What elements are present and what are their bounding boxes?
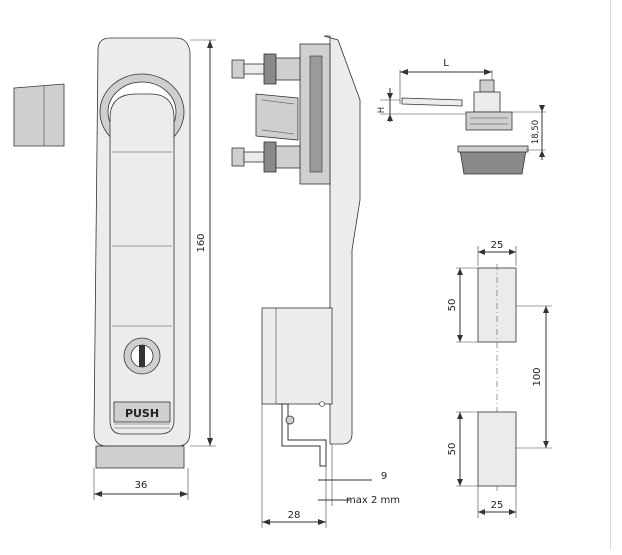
- mounting-bracket: [278, 403, 327, 467]
- label-50-top: 50: [447, 299, 458, 312]
- insert-detail: L H 18,50: [377, 58, 546, 175]
- key-slot-icon: [139, 345, 145, 367]
- insert-knob: [479, 79, 495, 93]
- label-max-2mm: max 2 mm: [346, 495, 400, 506]
- latch-tongue: [13, 83, 65, 147]
- side-view-handle: [231, 35, 361, 467]
- cam-mechanism: [255, 93, 299, 141]
- handle-base: [95, 445, 185, 469]
- label-36: 36: [135, 480, 148, 491]
- label-H: H: [377, 107, 387, 113]
- push-label: PUSH: [125, 407, 159, 420]
- dimension-offsets: 9 max 2 mm 28: [261, 404, 400, 528]
- dimension-height-160: 160: [190, 39, 216, 447]
- label-9: 9: [381, 471, 387, 482]
- upper-bolt: [231, 53, 301, 85]
- label-100: 100: [532, 367, 543, 386]
- label-28: 28: [288, 510, 301, 521]
- label-25-top: 25: [491, 240, 504, 251]
- label-160: 160: [196, 233, 207, 252]
- page-edge: [610, 0, 611, 550]
- handle-lever: [109, 93, 175, 435]
- cutout-bottom: [477, 411, 517, 487]
- panel-cutouts: 25 50 100 50: [447, 240, 552, 518]
- label-18-50: 18,50: [531, 120, 541, 144]
- dimension-width-36: 36: [93, 468, 189, 500]
- label-25-bottom: 25: [491, 500, 504, 511]
- push-button: [113, 401, 171, 423]
- front-view-handle: PUSH: [13, 37, 191, 469]
- lock-housing: [261, 307, 333, 405]
- label-50-bottom: 50: [447, 443, 458, 456]
- insert-base: [459, 149, 527, 175]
- cam-lever: [401, 97, 463, 107]
- label-L: L: [443, 58, 449, 69]
- handle-profile: [323, 35, 361, 445]
- lower-bolt: [231, 141, 301, 173]
